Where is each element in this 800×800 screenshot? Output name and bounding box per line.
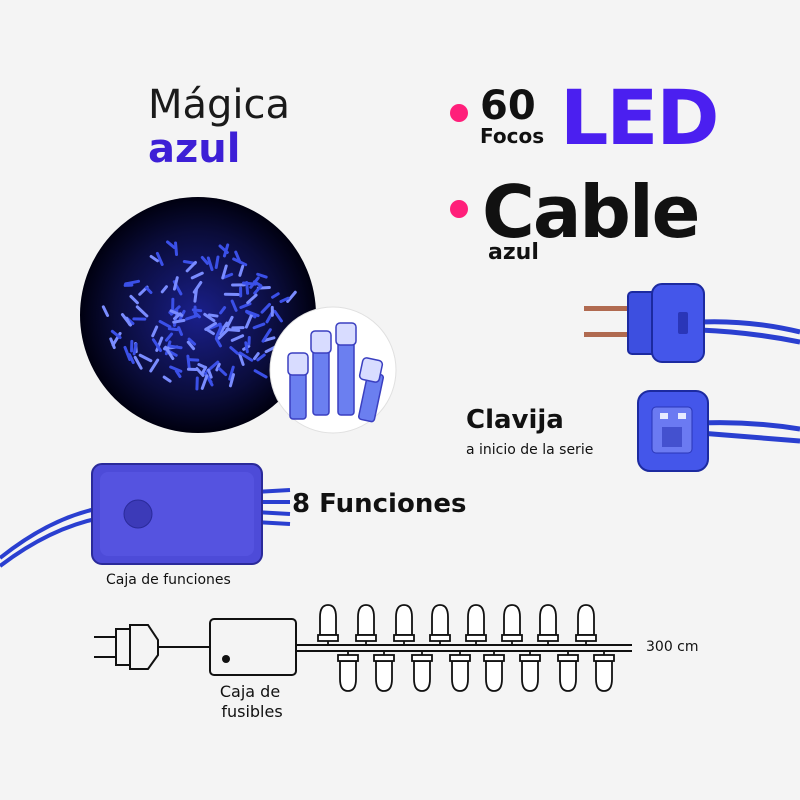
led-label: LED [560, 73, 719, 162]
led-cluster-photo [80, 197, 316, 433]
brand-title-line2: azul [148, 126, 241, 172]
fuse-box-label-2: fusibles [221, 702, 283, 721]
length-label: 300 cm [646, 639, 699, 655]
bulb-count: 60 [480, 83, 536, 129]
funciones-title: 8 Funciones [292, 489, 467, 519]
funciones-caption: Caja de funciones [106, 572, 231, 588]
socket-photo [637, 390, 800, 472]
function-box-photo [0, 463, 291, 568]
cable-color-label: azul [488, 240, 539, 265]
bullet-dot-led [450, 104, 468, 122]
bulb-closeup-photo [269, 306, 397, 434]
wiring-diagram: 300 cm [94, 604, 699, 692]
bulb-count-label: Focos [480, 124, 545, 148]
cable-title: Cable [482, 170, 700, 254]
fuse-box-label-1: Caja de [219, 682, 281, 701]
brand-title-line1: Mágica [148, 82, 291, 128]
clavija-title: Clavija [466, 405, 564, 435]
plug-photo [584, 283, 800, 363]
clavija-subtitle: a inicio de la serie [466, 442, 594, 458]
bullet-dot-cable [450, 200, 468, 218]
